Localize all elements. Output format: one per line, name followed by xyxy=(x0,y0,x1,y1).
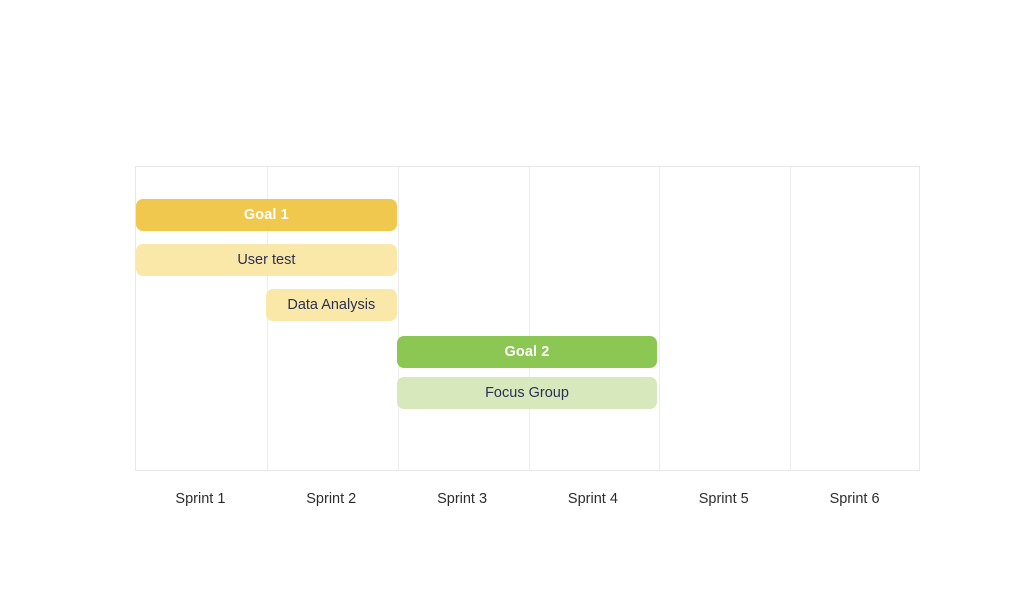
gantt-bar-goal-2[interactable]: Goal 2 xyxy=(396,336,658,368)
grid-line-5 xyxy=(790,167,792,470)
grid-line-3 xyxy=(528,167,530,470)
axis-tick-label: Sprint 6 xyxy=(829,491,880,507)
gantt-bar-label: Goal 1 xyxy=(243,206,289,223)
gantt-bars: Goal 1 User test Data Analysis Goal 2 Fo… xyxy=(135,166,920,471)
gantt-bar-user-test[interactable]: User test xyxy=(136,244,397,276)
axis-tick-label: Sprint 1 xyxy=(175,491,226,507)
sprint-axis: Sprint 1 Sprint 2 Sprint 3 Sprint 4 Spri… xyxy=(135,471,920,513)
axis-tick-sprint-6: Sprint 6 xyxy=(789,471,920,513)
gantt-bar-focus-group[interactable]: Focus Group xyxy=(396,377,658,409)
grid-line-2 xyxy=(397,167,399,470)
axis-tick-sprint-3: Sprint 3 xyxy=(397,471,528,513)
axis-tick-label: Sprint 4 xyxy=(567,491,618,507)
axis-tick-sprint-4: Sprint 4 xyxy=(527,471,658,513)
gantt-chart: Goal 1 User test Data Analysis Goal 2 Fo… xyxy=(135,166,920,471)
gantt-bar-label: Focus Group xyxy=(485,384,569,401)
axis-tick-sprint-1: Sprint 1 xyxy=(135,471,266,513)
gantt-bar-label: Goal 2 xyxy=(504,343,550,360)
gantt-bar-goal-1[interactable]: Goal 1 xyxy=(136,199,397,231)
axis-tick-sprint-2: Sprint 2 xyxy=(266,471,397,513)
gantt-bar-label: Data Analysis xyxy=(287,296,376,313)
axis-tick-label: Sprint 5 xyxy=(698,491,749,507)
grid-line-4 xyxy=(659,167,661,470)
axis-tick-label: Sprint 3 xyxy=(437,491,488,507)
axis-tick-sprint-5: Sprint 5 xyxy=(658,471,789,513)
axis-tick-label: Sprint 2 xyxy=(306,491,357,507)
gantt-bar-label: User test xyxy=(237,251,296,268)
gantt-bar-data-analysis[interactable]: Data Analysis xyxy=(265,289,397,321)
